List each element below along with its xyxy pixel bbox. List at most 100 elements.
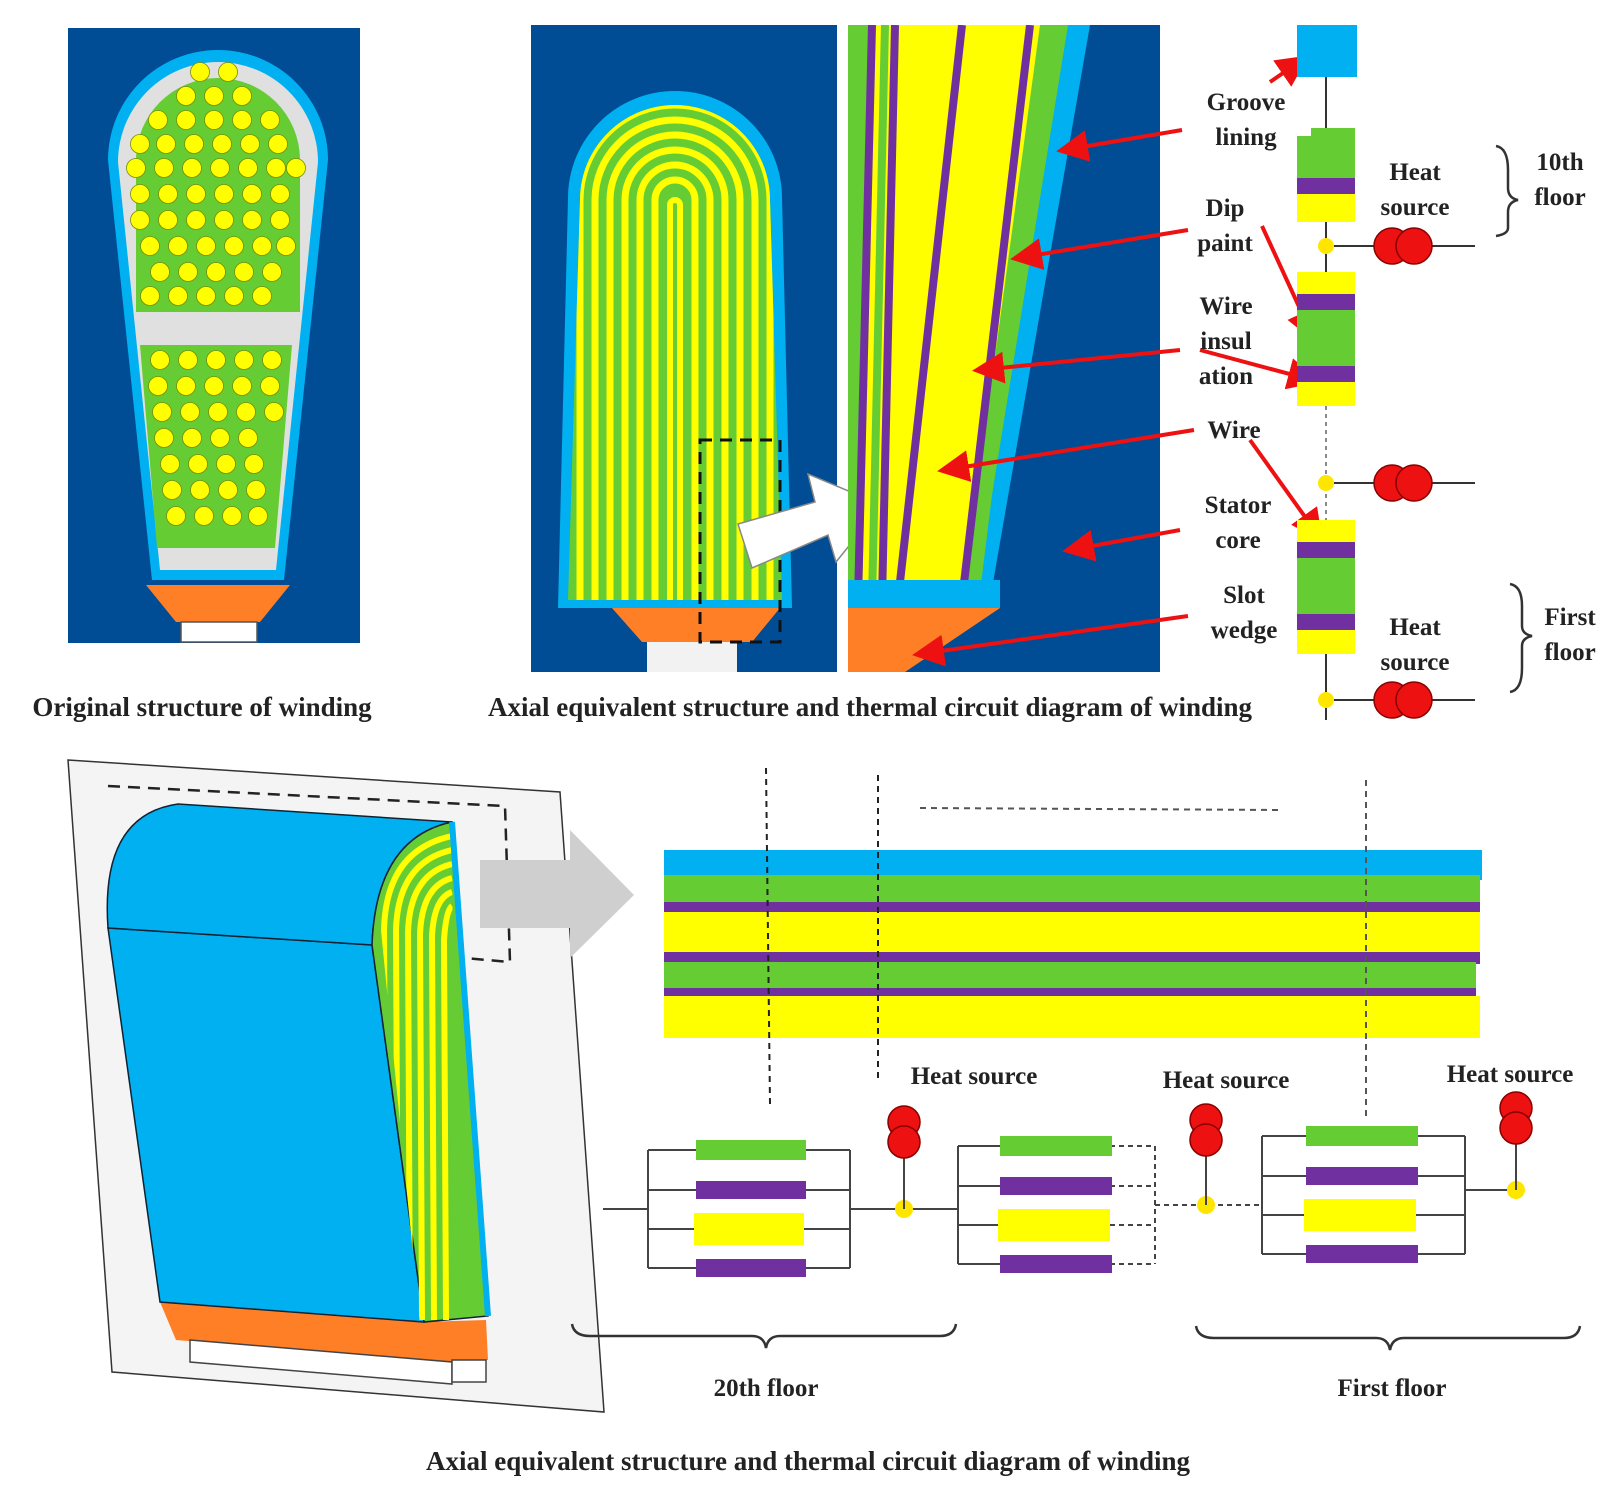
red-arrow-icon	[1199, 348, 1320, 390]
node-dot	[1318, 692, 1334, 708]
wire-insulation-label: ation	[1199, 363, 1253, 390]
caption-axial-bottom: Axial equivalent structure and thermal c…	[426, 1446, 1190, 1476]
slot-wedge-2	[612, 608, 780, 642]
wire-strand	[204, 86, 224, 106]
wire-strand	[158, 184, 178, 204]
wire-strand	[168, 236, 188, 256]
lower-strands	[148, 350, 284, 526]
wire-insulation-label: Wire	[1199, 293, 1252, 320]
heat-source-label: Heat	[1389, 614, 1441, 641]
brace-icon	[570, 1323, 958, 1349]
wire-strand	[218, 62, 238, 82]
zoom-insulation-5	[958, 25, 1034, 601]
wire-strand	[196, 286, 216, 306]
bottom-labels: Heat source Heat source Heat source 20th…	[426, 1061, 1573, 1476]
wire-strand	[186, 184, 206, 204]
wire-strand	[264, 402, 284, 422]
wire-strand	[162, 480, 182, 500]
stator-core-label: Stator	[1205, 492, 1272, 519]
block-arrow-icon	[480, 830, 634, 958]
wire-strand	[168, 286, 188, 306]
wire-strand	[130, 210, 150, 230]
heat-source-label: Heat	[1389, 159, 1441, 186]
wire-strand	[186, 210, 206, 230]
wire-strand	[268, 134, 288, 154]
wire-strand	[214, 210, 234, 230]
wire-strand	[154, 158, 174, 178]
wire-strand	[224, 286, 244, 306]
brace-icon	[1194, 1325, 1582, 1351]
zoom-lining-bottom	[848, 580, 1000, 608]
wire-strand	[252, 286, 272, 306]
wire-strand	[182, 158, 202, 178]
floor-label: floor	[1534, 184, 1585, 211]
dip-paint-label: Dip	[1206, 195, 1245, 222]
original-structure-panel	[68, 28, 360, 643]
heat-source-label: source	[1381, 194, 1450, 221]
wire-strand	[262, 350, 282, 370]
slot-opening	[180, 621, 258, 643]
3d-slot-wedge	[160, 1302, 488, 1362]
wire-strand	[208, 402, 228, 422]
wire-strand	[176, 86, 196, 106]
heat-source-label: Heat source	[911, 1063, 1038, 1090]
wire-strand	[276, 236, 296, 256]
equivalent-layers	[576, 105, 774, 600]
3d-front-face	[107, 927, 425, 1323]
wire-strand	[126, 158, 146, 178]
wire-strand	[234, 350, 254, 370]
heat-source-icon	[887, 1105, 921, 1159]
wire-strand	[216, 454, 236, 474]
wire-strand	[130, 134, 150, 154]
wire-strand	[232, 110, 252, 130]
horizontal-layer-structure	[664, 767, 1482, 1118]
wire-strand	[270, 210, 290, 230]
red-arrow-icon	[1248, 438, 1323, 542]
red-arrow-icon	[1056, 128, 1183, 162]
wire-strand	[210, 158, 230, 178]
wire-strand	[218, 480, 238, 500]
wire-strand	[152, 402, 172, 422]
wire-strand	[222, 506, 242, 526]
floor-label: floor	[1544, 639, 1595, 666]
red-arrow-icon	[1062, 528, 1181, 562]
zoom-wire-yellow	[862, 25, 1040, 600]
slot-opening-2	[647, 642, 737, 672]
dip-paint-label: paint	[1197, 230, 1253, 257]
floor-label: First	[1544, 604, 1596, 631]
upper-strands	[126, 62, 306, 306]
wire-strand	[140, 236, 160, 256]
wire-strand	[286, 158, 306, 178]
wire-strand	[270, 184, 290, 204]
wire-strand	[234, 262, 254, 282]
wire-strand	[232, 376, 252, 396]
heat-source-label: Heat source	[1447, 1061, 1574, 1088]
zoom-insulation-6	[971, 25, 1050, 601]
wire-strand	[158, 210, 178, 230]
wire-strand	[260, 376, 280, 396]
wire-strand	[224, 236, 244, 256]
wire-strand	[232, 86, 252, 106]
wire-insulation-label: insul	[1200, 328, 1251, 355]
3d-right-edge	[449, 821, 491, 1317]
brace-icon	[1509, 582, 1533, 694]
wire-strand	[150, 262, 170, 282]
wire-strand	[176, 376, 196, 396]
wire-strand	[238, 428, 258, 448]
wire-strand	[242, 210, 262, 230]
3d-slot-opening	[189, 1339, 453, 1385]
wire-strand	[206, 262, 226, 282]
heat-source-icon	[1373, 681, 1433, 719]
3d-winding-panel	[67, 759, 634, 1413]
wire-strand	[248, 506, 268, 526]
red-arrow-icon	[1268, 55, 1309, 87]
heat-source-icon	[1373, 227, 1433, 265]
wire-strand	[240, 134, 260, 154]
zoom-insulation-2	[868, 25, 889, 601]
3d-layer-arcs	[380, 833, 455, 1321]
wire-strand	[176, 110, 196, 130]
zoomed-layer-panel	[848, 25, 1160, 672]
floor-label: First floor	[1338, 1375, 1447, 1402]
axial-equivalent-panel	[531, 25, 884, 672]
